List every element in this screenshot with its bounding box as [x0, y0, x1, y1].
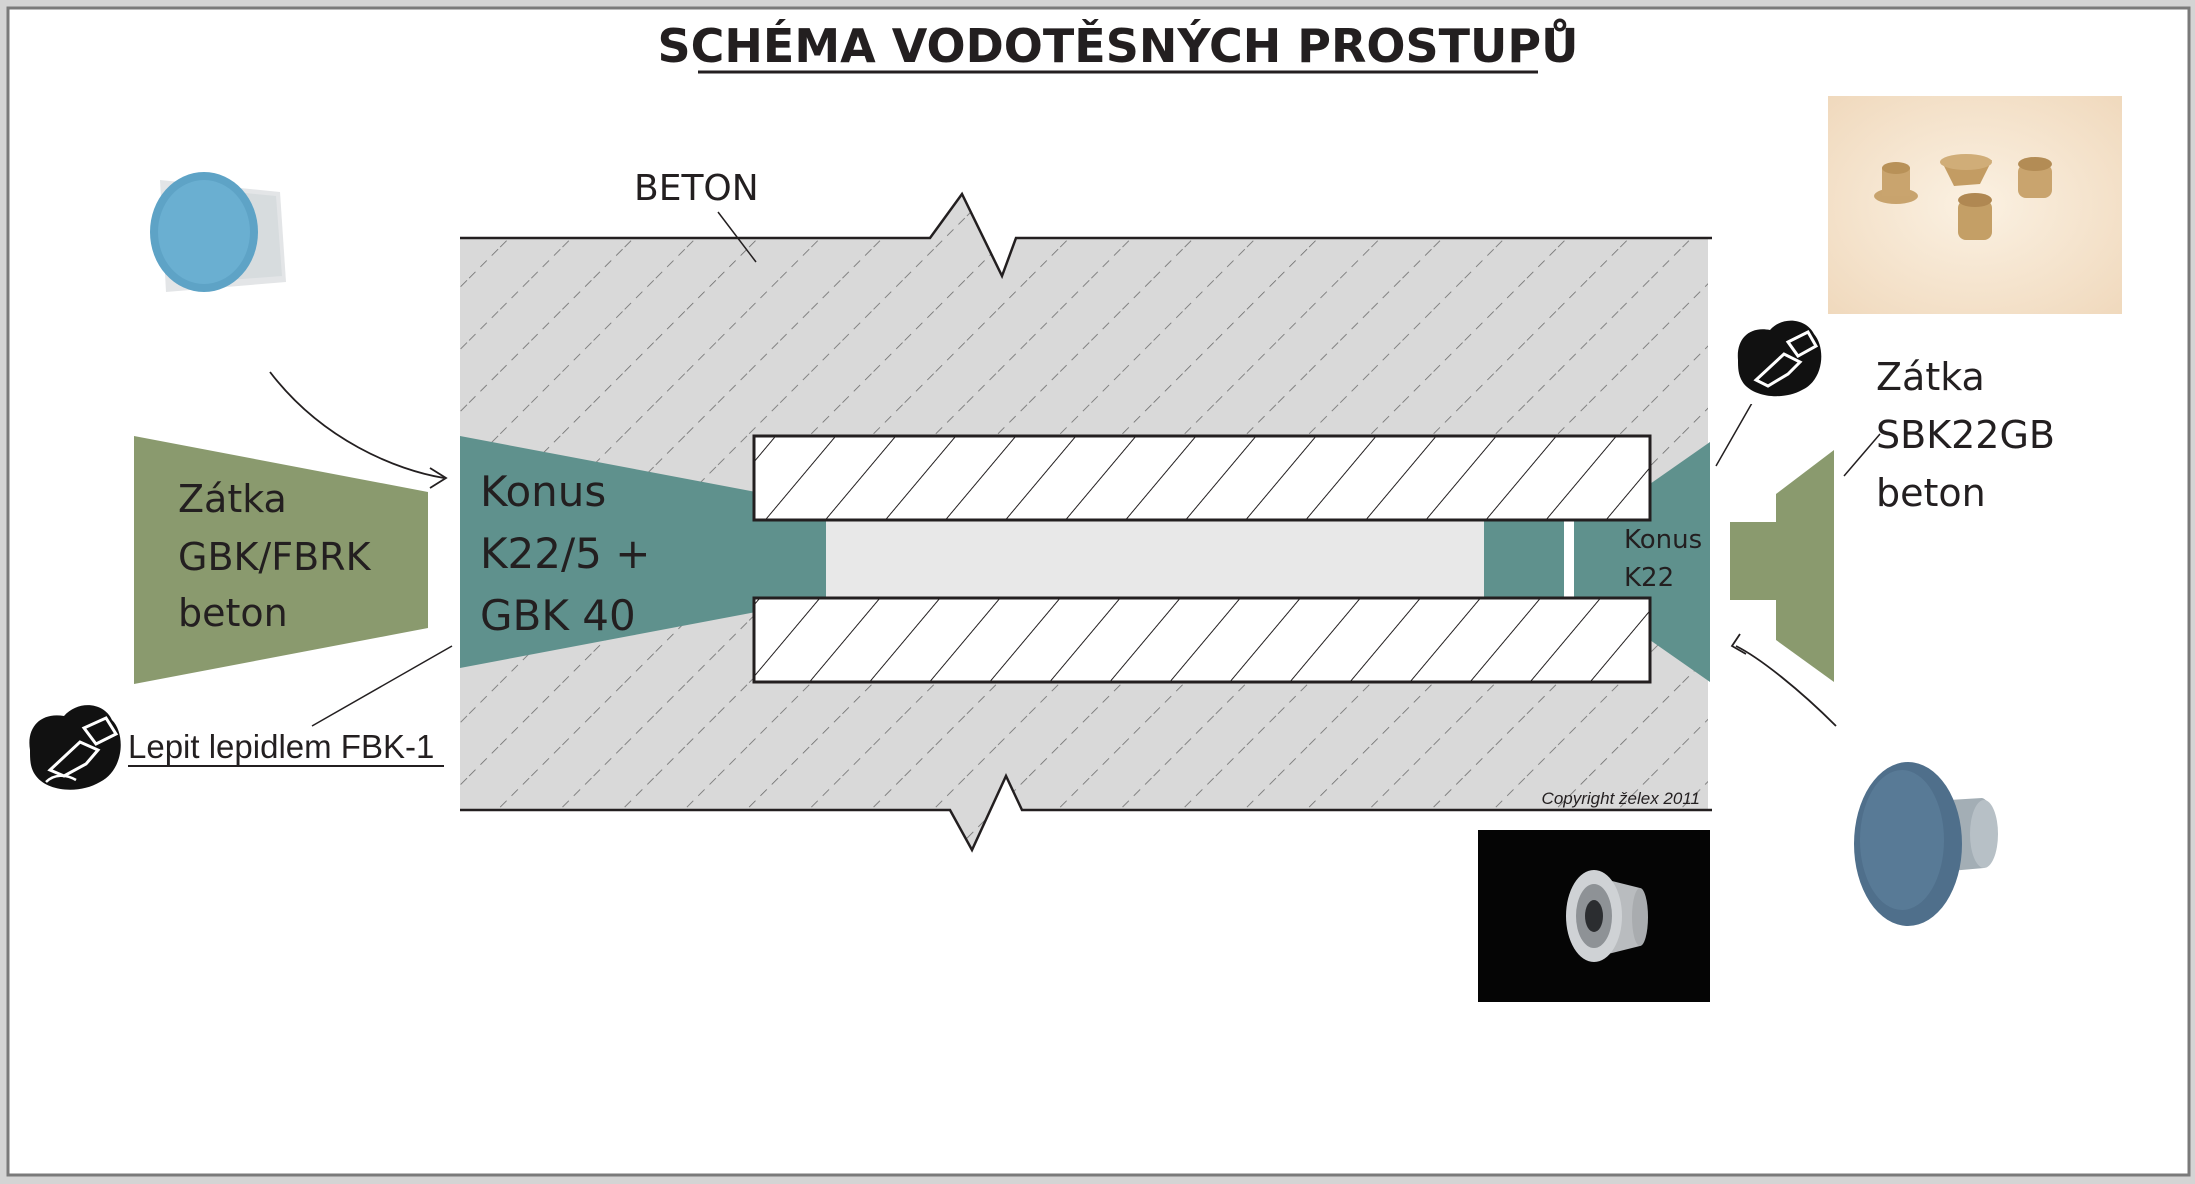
label-plug-right: Zátka SBK22GB beton — [1876, 355, 2055, 515]
arrow-right-plug — [1735, 645, 1837, 727]
plug-right-line-1: Zátka — [1876, 355, 1985, 399]
plug-right-stem — [1730, 522, 1776, 600]
cone-left — [460, 436, 826, 668]
glue-hand-icon-right — [1730, 308, 1826, 404]
cone-right — [1574, 442, 1710, 682]
label-cone-left: Konus K22/5 + GBK 40 — [480, 467, 650, 640]
blue-fiber-concrete-plug-photo — [100, 118, 310, 318]
cone-left-line-1: Konus — [480, 467, 606, 516]
label-glue: Lepit lepidlem FBK-1 — [128, 728, 434, 765]
plug-right-line-2: SBK22GB — [1876, 413, 2055, 457]
label-plug-left: Zátka GBK/FBRK beton — [178, 477, 372, 635]
leader-beton — [717, 211, 757, 263]
label-cone-right: Konus K22 — [1624, 525, 1702, 593]
wall-edge-top — [460, 191, 1712, 280]
glue-hand-icon — [20, 690, 128, 798]
cone-right-line-2: K22 — [1624, 563, 1674, 593]
cone-left-line-3: GBK 40 — [480, 591, 636, 640]
cone-right-gap — [1564, 520, 1574, 598]
arrow-left-plug-head — [429, 467, 448, 489]
spacer-tube-lower-wall — [752, 596, 1652, 684]
cone-right-inner — [1484, 520, 1564, 598]
leader-glue-right — [1715, 395, 1757, 467]
plug-left-line-2: GBK/FBRK — [178, 535, 372, 579]
plug-right — [1776, 450, 1834, 682]
spacer-tube-upper-wall — [752, 434, 1652, 522]
wall-edge-bottom — [460, 773, 1712, 853]
copyright: Copyright želex 2011 — [1542, 789, 1700, 808]
leader-glue-left — [311, 645, 453, 727]
plug-left — [134, 436, 428, 684]
grey-plastic-cone-photo — [1478, 830, 1710, 1002]
cone-left-line-2: K22/5 + — [480, 529, 650, 578]
blue-mushroom-plug-photo — [1834, 752, 2024, 940]
diagram-title: SCHÉMA VODOTĚSNÝCH PROSTUPŮ — [658, 18, 1579, 73]
arrow-right-plug-head — [1730, 633, 1747, 655]
tie-rod-bore — [824, 520, 1484, 598]
leader-plug-right — [1843, 433, 1881, 477]
plug-left-line-1: Zátka — [178, 477, 287, 521]
plug-right-line-3: beton — [1876, 471, 1986, 515]
arrow-left-plug — [269, 371, 445, 479]
label-beton: BETON — [634, 168, 759, 209]
plug-left-line-3: beton — [178, 591, 288, 635]
beige-fiber-concrete-plugs-photo — [1828, 96, 2122, 314]
cone-right-line-1: Konus — [1624, 525, 1702, 555]
